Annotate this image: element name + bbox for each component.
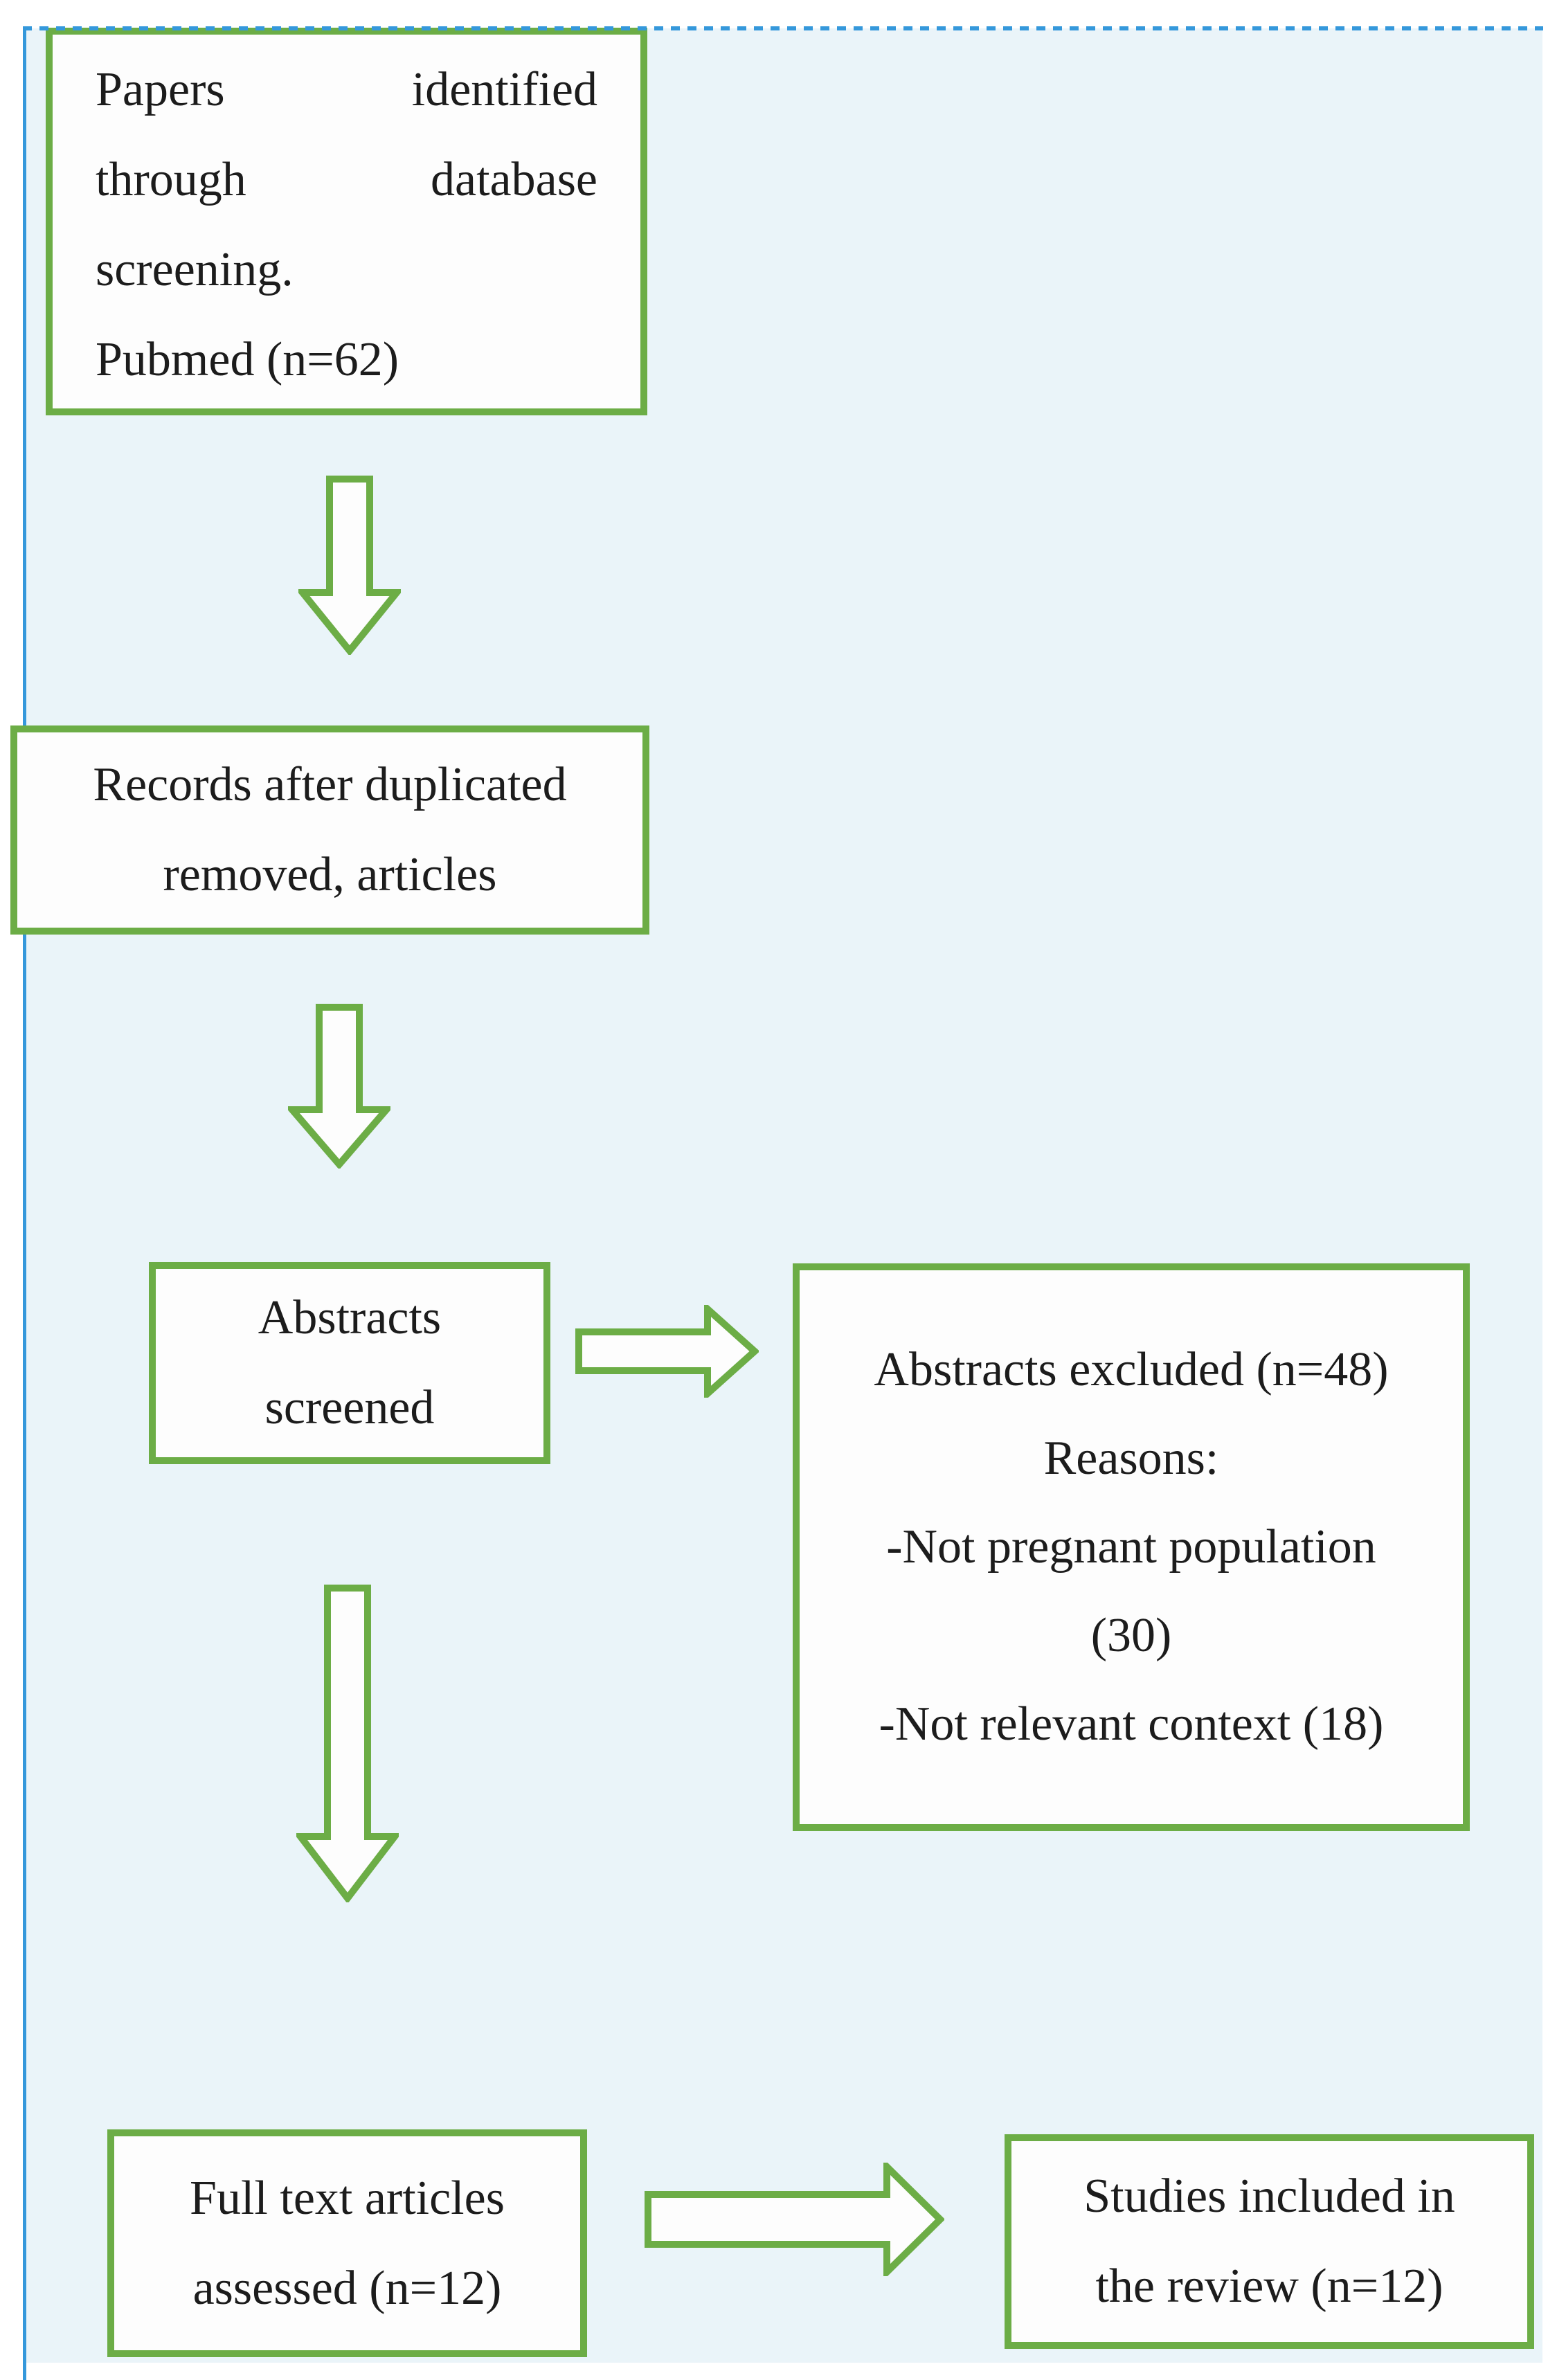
box-papers-identified-line-4: Pubmed (n=62) bbox=[96, 333, 399, 386]
text-through: through bbox=[96, 153, 246, 206]
right-arrow-included bbox=[645, 2163, 944, 2276]
down-arrow-1 bbox=[298, 476, 401, 655]
box-abstracts-excluded-line-2: Reasons: bbox=[1043, 1432, 1219, 1485]
down-arrow-2 bbox=[288, 1004, 390, 1169]
box-papers-identified: Papers identified through database scree… bbox=[46, 28, 647, 415]
box-abstracts-excluded-line-5: -Not relevant context (18) bbox=[879, 1697, 1384, 1751]
box-records-deduplicated: Records after duplicated removed, articl… bbox=[10, 725, 649, 935]
down-arrow-3 bbox=[296, 1585, 399, 1902]
box-studies-included-line-1: Studies included in bbox=[1083, 2170, 1455, 2223]
box-papers-identified-line-3: screening. bbox=[96, 243, 294, 296]
box-abstracts-excluded: Abstracts excluded (n=48) Reasons: -Not … bbox=[793, 1263, 1470, 1831]
box-studies-included: Studies included in the review (n=12) bbox=[1005, 2134, 1534, 2349]
box-abstracts-screened-line-1: Abstracts bbox=[258, 1291, 442, 1344]
box-records-deduplicated-line-1: Records after duplicated bbox=[93, 758, 567, 811]
text-database: database bbox=[431, 153, 597, 206]
text-papers: Papers bbox=[96, 63, 225, 116]
top-dashed-guide-line bbox=[23, 26, 1543, 30]
box-papers-identified-line-2: through database bbox=[96, 135, 597, 225]
box-fulltext-assessed-line-1: Full text articles bbox=[190, 2171, 505, 2225]
box-abstracts-screened: Abstracts screened bbox=[149, 1262, 550, 1464]
box-papers-identified-line-1: Papers identified bbox=[96, 45, 597, 135]
diagram-background-panel bbox=[25, 28, 1542, 2363]
box-fulltext-assessed: Full text articles assessed (n=12) bbox=[107, 2129, 587, 2357]
box-fulltext-assessed-line-2: assessed (n=12) bbox=[192, 2261, 502, 2315]
left-guide-line bbox=[23, 26, 26, 2380]
box-abstracts-excluded-line-3: -Not pregnant population bbox=[886, 1520, 1376, 1574]
right-arrow-exclusions bbox=[575, 1305, 759, 1398]
box-records-deduplicated-line-2: removed, articles bbox=[163, 848, 497, 901]
box-studies-included-line-2: the review (n=12) bbox=[1095, 2260, 1443, 2313]
box-abstracts-screened-line-2: screened bbox=[264, 1381, 435, 1434]
text-identified: identified bbox=[411, 63, 597, 116]
box-abstracts-excluded-line-1: Abstracts excluded (n=48) bbox=[874, 1343, 1389, 1396]
box-abstracts-excluded-line-4: (30) bbox=[1090, 1609, 1172, 1662]
